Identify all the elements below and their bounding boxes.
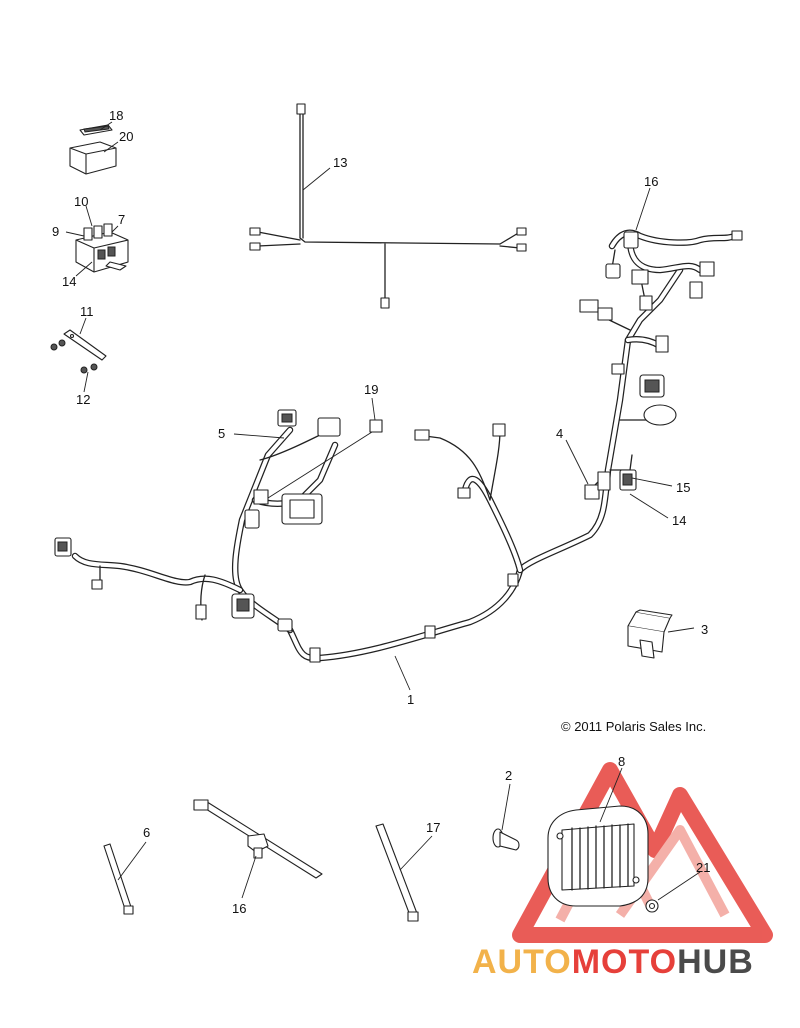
part-16-harness: [605, 229, 743, 311]
callout-7: 7: [118, 212, 125, 227]
callout-9: 9: [52, 224, 59, 239]
callout-6: 6: [143, 825, 150, 840]
callout-8: 8: [618, 754, 625, 769]
callout-21: 21: [696, 860, 710, 875]
watermark-text: AUTOMOTOHUB: [472, 943, 754, 981]
part-8-regulator: [547, 805, 649, 907]
part-1-main-harness: [71, 266, 684, 662]
callout-17: 17: [426, 820, 440, 835]
callout-16-harness: 16: [644, 174, 658, 189]
part-6-cable-tie: [103, 843, 134, 915]
part-11-bracket: [63, 329, 107, 361]
part-16-clip-tie: [193, 799, 323, 879]
callout-14-harness: 14: [672, 513, 686, 528]
part-21-nut: [645, 899, 659, 913]
callout-10: 10: [74, 194, 88, 209]
callout-5: 5: [218, 426, 225, 441]
callout-14-fuse-block: 14: [62, 274, 76, 289]
part-13-harness: [249, 103, 527, 309]
callout-2: 2: [505, 768, 512, 783]
watermark-moto: MOTO: [572, 943, 677, 981]
callout-12: 12: [76, 392, 90, 407]
callout-labels: 18 20 10 7 9 14 11 12 13 16 19 5 4 15 14…: [52, 108, 710, 916]
leader-lines: [65, 121, 701, 901]
callout-16-clip: 16: [232, 901, 246, 916]
part-20-cover: [69, 141, 117, 175]
callout-11: 11: [80, 304, 94, 319]
part-18-fuse-strip: [79, 124, 113, 136]
part-3-bracket: [627, 609, 673, 659]
callout-19: 19: [364, 382, 378, 397]
svg-text:AUTOMOTOHUB: AUTOMOTOHUB: [472, 943, 754, 981]
part-screws: [50, 339, 98, 374]
part-fuse-block: [75, 223, 129, 273]
callout-3: 3: [701, 622, 708, 637]
callout-15: 15: [676, 480, 690, 495]
callout-13: 13: [333, 155, 347, 170]
watermark-auto: AUTO: [472, 943, 572, 981]
callout-4: 4: [556, 426, 563, 441]
part-17-cable-tie: [375, 823, 419, 922]
watermark-hub: HUB: [677, 943, 754, 981]
part-2-push-pin: [492, 828, 520, 851]
copyright-notice: © 2011 Polaris Sales Inc.: [561, 719, 706, 734]
callout-20: 20: [119, 129, 133, 144]
callout-1: 1: [407, 692, 414, 707]
callout-18: 18: [109, 108, 123, 123]
harness-connectors: [54, 299, 677, 663]
